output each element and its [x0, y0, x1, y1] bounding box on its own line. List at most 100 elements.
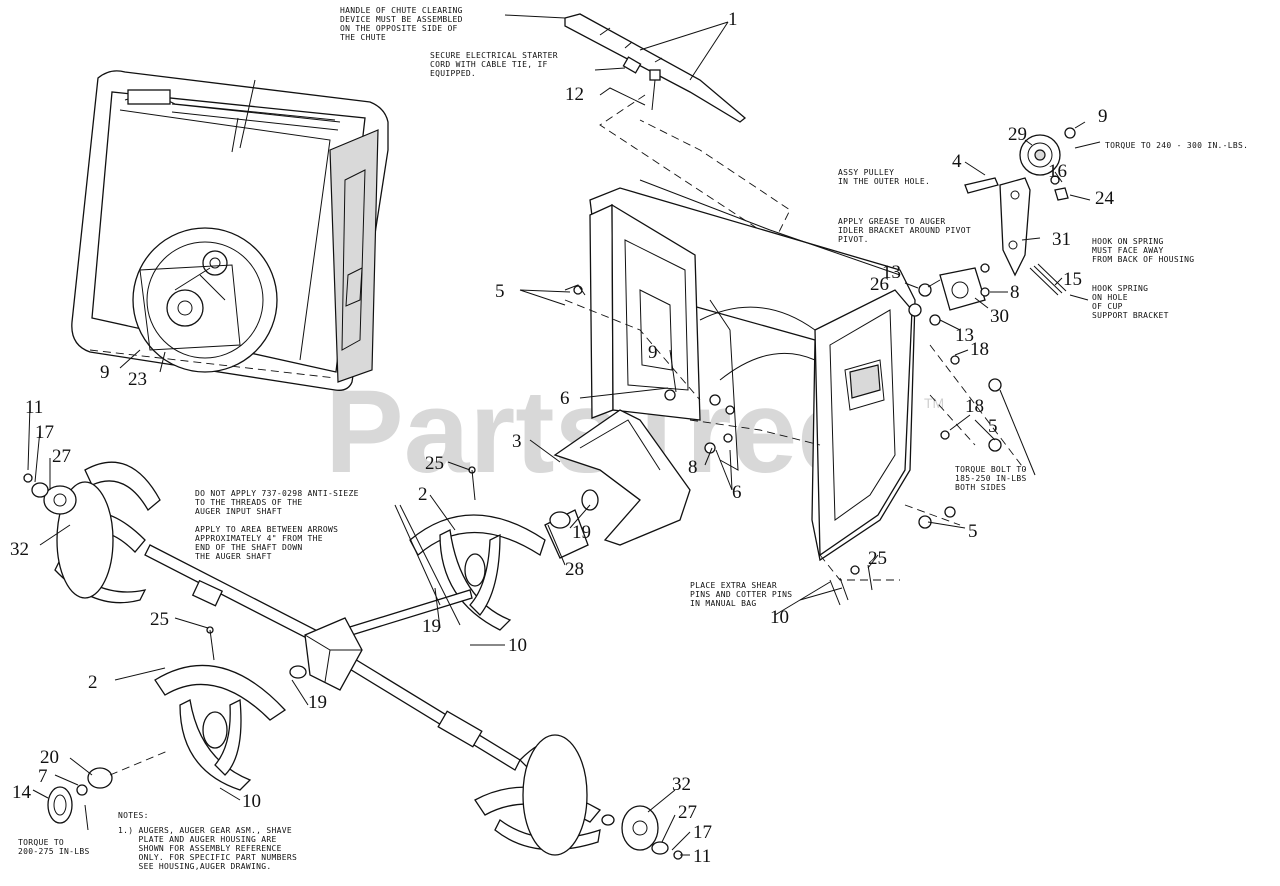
- svg-text:THE AUGER SHAFT: THE AUGER SHAFT: [195, 552, 272, 561]
- svg-text:ONLY. FOR SPECIFIC PART NUMBER: ONLY. FOR SPECIFIC PART NUMBERS: [118, 853, 297, 862]
- svg-text:ASSY PULLEY: ASSY PULLEY: [838, 168, 894, 177]
- watermark-trademark: TM: [924, 395, 944, 411]
- callout-31: 31: [1052, 229, 1071, 250]
- svg-text:ON THE OPPOSITE SIDE OF: ON THE OPPOSITE SIDE OF: [340, 24, 458, 33]
- callout-5: 5: [968, 521, 978, 542]
- callout-5: 5: [495, 281, 505, 302]
- callout-8: 8: [1010, 282, 1020, 303]
- callout-10: 10: [242, 791, 261, 812]
- svg-text:APPROXIMATELY 4" FROM THE: APPROXIMATELY 4" FROM THE: [195, 534, 323, 543]
- svg-text:DO NOT APPLY 737-0298 ANTI-SIE: DO NOT APPLY 737-0298 ANTI-SIEZE: [195, 489, 359, 498]
- callout-numbers: 1 12 9 23 9 29 4 16 24 31 15 13 26 8 30 …: [10, 9, 1115, 867]
- note-shear-pins: PLACE EXTRA SHEAR PINS AND COTTER PINS I…: [690, 581, 792, 608]
- callout-13: 13: [955, 325, 974, 346]
- svg-text:PIVOT.: PIVOT.: [838, 235, 869, 244]
- callout-7: 7: [38, 766, 48, 787]
- auger-upper-right: [409, 489, 599, 631]
- svg-text:TORQUE TO 240 - 300 IN.-LBS.: TORQUE TO 240 - 300 IN.-LBS.: [1105, 141, 1248, 150]
- note-torque-14: TORQUE TO 200-275 IN-LBS: [18, 838, 90, 856]
- note-grease: APPLY GREASE TO AUGER IDLER BRACKET AROU…: [838, 217, 971, 244]
- auger-lower-left: [47, 664, 286, 824]
- callout-10: 10: [508, 635, 527, 656]
- svg-text:AUGER INPUT SHAFT: AUGER INPUT SHAFT: [195, 507, 282, 516]
- note-torque-pulley: TORQUE TO 240 - 300 IN.-LBS.: [1105, 141, 1248, 150]
- svg-text:200-275 IN-LBS: 200-275 IN-LBS: [18, 847, 90, 856]
- note-assy-pulley: ASSY PULLEY IN THE OUTER HOLE.: [838, 168, 930, 186]
- notes-block: NOTES: 1.) AUGERS, AUGER GEAR ASM., SHAV…: [118, 811, 297, 871]
- callout-32: 32: [672, 774, 691, 795]
- callout-17: 17: [693, 822, 712, 843]
- svg-text:FROM BACK OF HOUSING: FROM BACK OF HOUSING: [1092, 255, 1194, 264]
- svg-text:SECURE ELECTRICAL STARTER: SECURE ELECTRICAL STARTER: [430, 51, 558, 60]
- callout-25: 25: [150, 609, 169, 630]
- note-chute-handle: HANDLE OF CHUTE CLEARING DEVICE MUST BE …: [340, 6, 463, 42]
- svg-text:DEVICE MUST BE ASSEMBLED: DEVICE MUST BE ASSEMBLED: [340, 15, 463, 24]
- auger-upper-left: [23, 461, 161, 604]
- callout-11: 11: [693, 846, 711, 867]
- callout-30: 30: [990, 306, 1009, 327]
- callout-29: 29: [1008, 124, 1027, 145]
- callout-19: 19: [572, 522, 591, 543]
- callout-8: 8: [688, 457, 698, 478]
- svg-text:TORQUE BOLT TO: TORQUE BOLT TO: [955, 465, 1027, 474]
- callout-16: 16: [1048, 161, 1067, 182]
- svg-text:PINS AND COTTER PINS: PINS AND COTTER PINS: [690, 590, 792, 599]
- callout-19: 19: [422, 616, 441, 637]
- svg-text:SEE HOUSING,AUGER DRAWING.: SEE HOUSING,AUGER DRAWING.: [118, 862, 272, 871]
- assembled-housing-view: [71, 70, 389, 391]
- shave-plate-bracket: [553, 409, 691, 546]
- callout-1: 1: [728, 9, 738, 30]
- note-torque-bolt: TORQUE BOLT TO 185-250 IN-LBS BOTH SIDES: [955, 465, 1027, 492]
- callout-26: 26: [870, 274, 889, 295]
- svg-text:PLATE AND AUGER HOUSING ARE: PLATE AND AUGER HOUSING ARE: [118, 835, 277, 844]
- callout-17: 17: [35, 422, 54, 443]
- svg-text:SUPPORT BRACKET: SUPPORT BRACKET: [1092, 311, 1169, 320]
- svg-text:HANDLE OF CHUTE CLEARING: HANDLE OF CHUTE CLEARING: [340, 6, 463, 15]
- callout-3: 3: [512, 431, 522, 452]
- svg-text:IN THE OUTER HOLE.: IN THE OUTER HOLE.: [838, 177, 930, 186]
- svg-text:CORD WITH CABLE TIE, IF: CORD WITH CABLE TIE, IF: [430, 60, 548, 69]
- callout-10: 10: [770, 607, 789, 628]
- svg-text:HOOK SPRING: HOOK SPRING: [1092, 284, 1148, 293]
- callout-27: 27: [678, 802, 697, 823]
- leader-lines: [27, 14, 1101, 856]
- callout-25: 25: [425, 453, 444, 474]
- callout-6: 6: [732, 482, 742, 503]
- chute-clearing-handle: [564, 13, 747, 123]
- svg-text:OF CUP: OF CUP: [1092, 302, 1123, 311]
- shear-pins: [206, 466, 873, 661]
- svg-text:MUST FACE AWAY: MUST FACE AWAY: [1092, 246, 1164, 255]
- svg-text:NOTES:: NOTES:: [118, 811, 149, 820]
- note-hook-spring-face: HOOK ON SPRING MUST FACE AWAY FROM BACK …: [1092, 237, 1194, 264]
- svg-text:SHOWN FOR ASSEMBLY REFERENCE: SHOWN FOR ASSEMBLY REFERENCE: [118, 844, 282, 853]
- callout-23: 23: [128, 369, 147, 390]
- idler-bracket-assembly: [564, 127, 1076, 529]
- svg-text:IN MANUAL BAG: IN MANUAL BAG: [690, 599, 757, 608]
- svg-text:1.) AUGERS, AUGER GEAR ASM., S: 1.) AUGERS, AUGER GEAR ASM., SHAVE: [118, 826, 292, 835]
- svg-text:185-250 IN-LBS: 185-250 IN-LBS: [955, 474, 1027, 483]
- note-starter-cord: SECURE ELECTRICAL STARTER CORD WITH CABL…: [430, 51, 558, 78]
- callout-14: 14: [12, 782, 32, 803]
- svg-text:THE CHUTE: THE CHUTE: [340, 33, 386, 42]
- callout-9: 9: [100, 362, 110, 383]
- callout-5: 5: [988, 416, 998, 437]
- callout-9: 9: [1098, 106, 1108, 127]
- svg-text:APPLY GREASE TO AUGER: APPLY GREASE TO AUGER: [838, 217, 945, 226]
- callout-18: 18: [970, 339, 989, 360]
- svg-text:APPLY TO AREA BETWEEN ARROWS: APPLY TO AREA BETWEEN ARROWS: [195, 525, 338, 534]
- svg-text:BOTH SIDES: BOTH SIDES: [955, 483, 1006, 492]
- callout-2: 2: [88, 672, 98, 693]
- callout-28: 28: [565, 559, 584, 580]
- callout-2: 2: [418, 484, 428, 505]
- svg-text:IDLER BRACKET AROUND PIVOT: IDLER BRACKET AROUND PIVOT: [838, 226, 971, 235]
- auger-housing: [589, 179, 916, 562]
- svg-text:HOOK ON SPRING: HOOK ON SPRING: [1092, 237, 1164, 246]
- callout-19: 19: [308, 692, 327, 713]
- callout-32: 32: [10, 539, 29, 560]
- svg-text:END OF THE SHAFT DOWN: END OF THE SHAFT DOWN: [195, 543, 302, 552]
- callout-15: 15: [1063, 269, 1082, 290]
- svg-text:EQUIPPED.: EQUIPPED.: [430, 69, 476, 78]
- callout-11: 11: [25, 397, 43, 418]
- callout-12: 12: [565, 84, 584, 105]
